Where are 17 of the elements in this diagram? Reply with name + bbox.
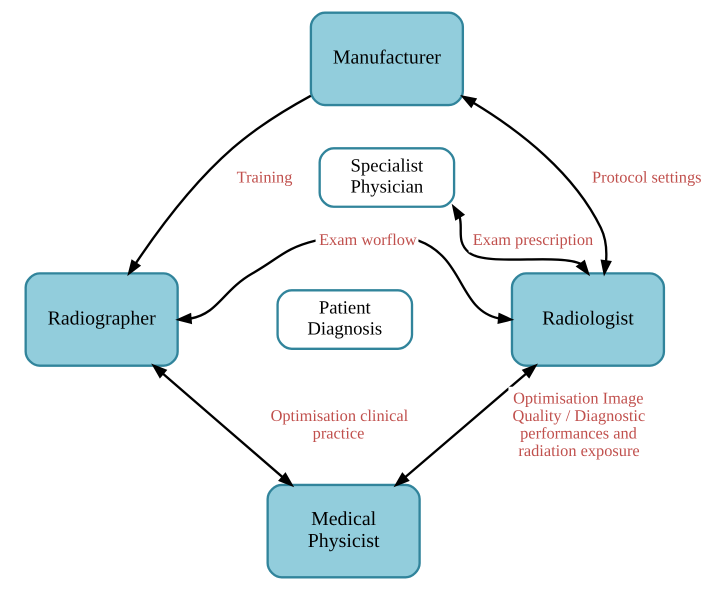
edge-label: Exam worflow [319, 230, 417, 249]
arrow [394, 364, 538, 488]
node-box: Specialist Physician [318, 147, 456, 208]
arrow [127, 94, 312, 276]
edge-label: Exam prescription [472, 230, 594, 249]
edge-label: Optimisation clinical practice [270, 406, 408, 442]
arrow [452, 204, 590, 276]
node-box: Medical Physicist [266, 484, 421, 578]
node-box: Manufacturer [310, 12, 464, 106]
arrow [460, 94, 612, 276]
node-box: Patient Diagnosis [276, 289, 414, 350]
node-box: Radiologist [510, 272, 666, 367]
edge-label: Optimisation Image Quality / Diagnostic performances and radiation exposure [512, 388, 646, 460]
edge-label: Training [236, 167, 292, 186]
node-box: Radiographer [24, 272, 179, 367]
arrow [151, 364, 294, 488]
edge-label: Protocol settings [592, 167, 702, 186]
